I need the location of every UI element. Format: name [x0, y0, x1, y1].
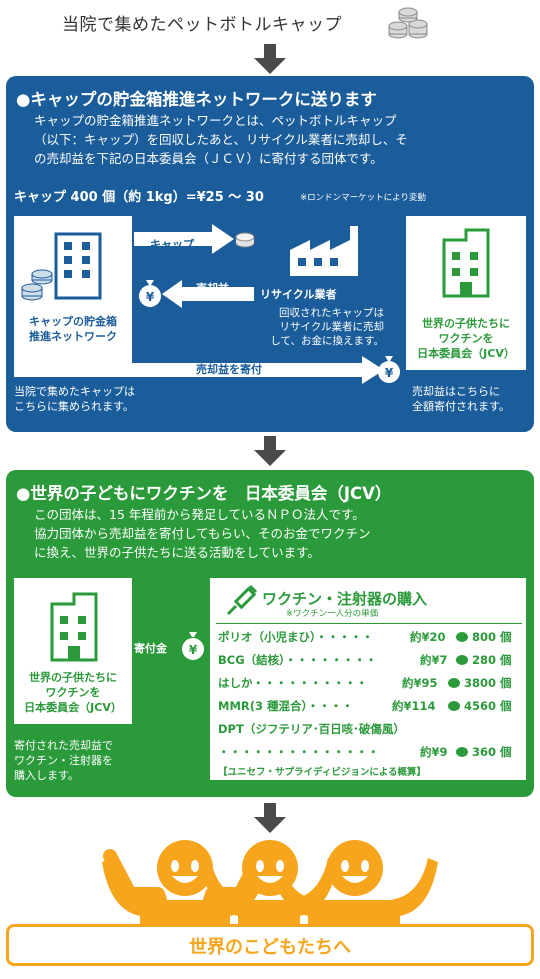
jcv-label: 世界の子供たちに ワクチンを 日本委員会（JCV）: [417, 317, 515, 360]
vaccine-name: MMR(3 種混合）・・・・: [218, 699, 354, 713]
vaccine-count: 360 個: [472, 745, 512, 759]
coin-icon: [456, 655, 468, 665]
yen-sign-3: ¥: [189, 643, 198, 657]
vaccine-source: 【ユニセフ・サプライディビジョンによる概算】: [218, 767, 427, 778]
coin-icon: [448, 701, 460, 711]
cap-icon: [235, 232, 255, 248]
network-label: キャップの貯金箱 推進ネットワーク: [29, 315, 117, 343]
cap-arrow: [134, 224, 234, 254]
vaccine-row-mmr: MMR(3 種混合）・・・・ 約¥114 4560 個: [218, 698, 518, 714]
children-illustration: [102, 840, 438, 934]
rate-note: ※ロンドンマーケットにより変動: [300, 193, 426, 203]
coin-icon: [448, 678, 460, 688]
recycler-desc: 回収されたキャップは リサイクル業者に売却 して、お金に換えます。: [270, 307, 384, 347]
cap-rate: キャップ 400 個（約 1kg）=¥25 〜 30: [14, 190, 264, 205]
profit-arrow-label: 売却益: [196, 282, 229, 295]
money-bag-icon: ¥: [139, 280, 161, 307]
coin-stack-icon: [388, 7, 428, 39]
vaccine-row-polio: ポリオ（小児まひ）・・・・・ 約¥20 800 個: [218, 629, 518, 645]
vaccine-title: ワクチン・注射器の購入: [262, 590, 428, 608]
bottom-banner: [6, 924, 534, 966]
donate-label: 売却益を寄付: [196, 363, 262, 376]
down-arrow-icon-3: [254, 803, 286, 833]
vaccine-box: [210, 578, 526, 780]
factory-icon: [290, 226, 358, 276]
jcv-label-2: 世界の子供たちに ワクチンを 日本委員会（JCV）: [24, 671, 122, 714]
donation-label: 寄付金: [134, 642, 167, 655]
vaccine-row-dpt: DPT（ジフテリア･百日咳･破傷風）: [218, 721, 518, 737]
vaccine-price: 約¥9: [420, 745, 448, 759]
down-arrow-icon: [254, 44, 286, 74]
network-description: キャップの貯金箱推進ネットワークとは、ペットボトルキャップ （以下：キャップ）を…: [34, 113, 408, 166]
right-note: 売却益はこちらに 全額寄付されます。: [412, 385, 510, 413]
bottom-label: 世界のこどもたちへ: [189, 937, 351, 958]
vaccine-row-measles: はしか・・・・・・・・・・ 約¥95 3800 個: [218, 675, 518, 691]
cap-arrow-label: キャップ: [150, 238, 194, 251]
yen-sign: ¥: [146, 290, 155, 304]
vaccine-name: はしか・・・・・・・・・・: [218, 676, 368, 690]
profit-arrow: [162, 280, 254, 308]
yen-sign-2: ¥: [385, 366, 394, 380]
building-icon: [21, 232, 102, 301]
coin-icon: [456, 747, 468, 757]
vaccine-price: 約¥95: [402, 676, 438, 690]
vaccine-count: 800 個: [472, 630, 512, 644]
vaccine-name: DPT（ジフテリア･百日咳･破傷風）: [218, 722, 405, 736]
top-title: 当院で集めたペットボトルキャップ: [62, 15, 342, 35]
recycler-label: リサイクル業者: [260, 288, 337, 301]
vaccine-count: 4560 個: [464, 699, 512, 713]
divider: [216, 623, 522, 624]
money-bag-icon-3: ¥: [182, 632, 204, 660]
jcv-left-note: 寄付された売却益で ワクチン・注射器を 購入します。: [14, 739, 113, 782]
jcv-building-icon-2: [50, 592, 98, 662]
vaccine-count: 3800 個: [464, 676, 512, 690]
vaccine-price: 約¥7: [420, 653, 448, 667]
vaccine-count: 280 個: [472, 653, 512, 667]
vaccine-subtitle: ※ワクチン一人分の単価: [286, 609, 379, 619]
jcv-description: この団体は、15 年程前から発足しているＮＰＯ法人です。 協力団体から売却益を寄…: [34, 507, 371, 560]
money-bag-icon-2: ¥: [378, 356, 400, 383]
vaccine-name: BCG（結核）・・・・・・・・: [218, 653, 377, 667]
donate-arrow: [14, 356, 384, 384]
left-note: 当院で集めたキャップは こちらに集められます。: [14, 385, 135, 413]
vaccine-row-bcg: BCG（結核）・・・・・・・・ 約¥7 280 個: [218, 652, 518, 668]
jcv-heading: ●世界の子どもにワクチンを 日本委員会（JCV）: [16, 484, 392, 503]
vaccine-row-dpt-values: ・・・・・・・・・・・・・・ 約¥9 360 個: [218, 744, 518, 760]
down-arrow-icon-2: [254, 436, 286, 466]
vaccine-price: 約¥20: [410, 630, 446, 644]
jcv-building-icon: [442, 228, 490, 298]
coin-icon: [456, 632, 468, 642]
vaccine-price: 約¥114: [392, 699, 436, 713]
network-heading: ●キャップの貯金箱推進ネットワークに送ります: [16, 90, 377, 109]
vaccine-name: ポリオ（小児まひ）・・・・・: [218, 630, 374, 644]
vaccine-dots: ・・・・・・・・・・・・・・: [218, 745, 379, 759]
syringe-icon: [226, 584, 258, 616]
